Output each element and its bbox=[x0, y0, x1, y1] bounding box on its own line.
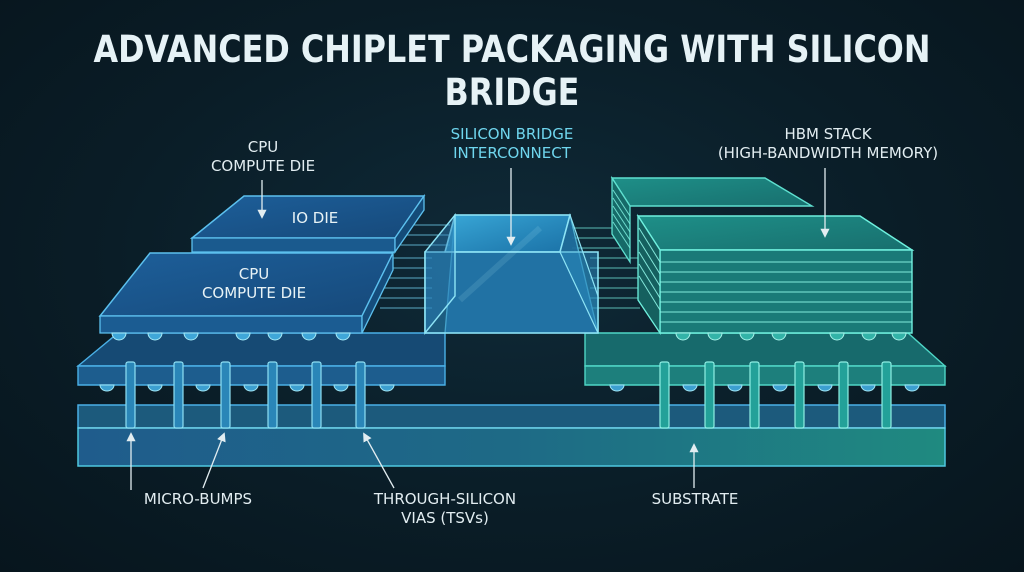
interposer-right bbox=[584, 332, 947, 386]
label-substrate: SUBSTRATE bbox=[651, 490, 739, 508]
label-cpu-compute-die-top: CPU COMPUTE DIE bbox=[210, 138, 316, 175]
tsv-columns-right bbox=[659, 361, 892, 429]
bumps-under-interposer bbox=[99, 384, 920, 392]
label-hbm-stack: HBM STACK (HIGH-BANDWIDTH MEMORY) bbox=[717, 125, 939, 162]
tsv-columns-left bbox=[125, 361, 366, 429]
micro-bumps-cpu bbox=[111, 332, 351, 341]
leader-arrows bbox=[126, 168, 830, 490]
label-io-die: IO DIE bbox=[291, 209, 339, 227]
hbm-stack-back bbox=[610, 175, 815, 265]
silicon-bridge bbox=[424, 212, 599, 335]
substrate-layer bbox=[77, 404, 946, 467]
label-silicon-bridge: SILICON BRIDGE INTERCONNECT bbox=[450, 125, 574, 162]
label-through-silicon-vias: THROUGH-SILICON VIAS (TSVs) bbox=[373, 490, 517, 527]
io-die bbox=[189, 193, 426, 255]
label-cpu-compute-die: CPU COMPUTE DIE bbox=[201, 265, 307, 302]
cpu-compute-die bbox=[98, 252, 395, 334]
page-title: ADVANCED CHIPLET PACKAGING WITH SILICON … bbox=[93, 28, 931, 114]
interposer-left bbox=[76, 332, 446, 386]
micro-bumps-hbm bbox=[675, 332, 907, 341]
hbm-stack bbox=[636, 213, 915, 336]
label-micro-bumps: MICRO-BUMPS bbox=[143, 490, 253, 508]
